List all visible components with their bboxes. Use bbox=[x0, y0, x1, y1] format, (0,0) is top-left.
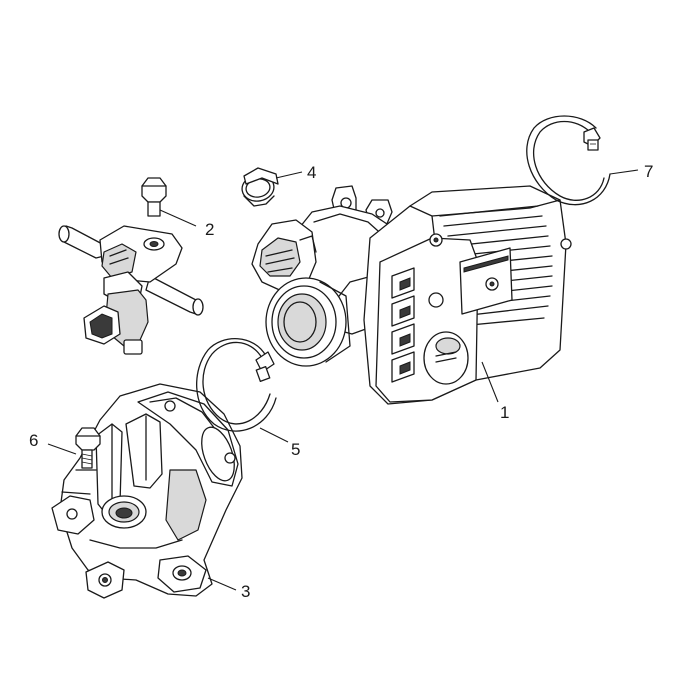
leader-line-7 bbox=[609, 169, 639, 175]
large-clamp-part bbox=[526, 115, 611, 206]
intake-manifold-part bbox=[51, 383, 243, 599]
small-clamp-part bbox=[241, 167, 279, 207]
screw-part bbox=[75, 427, 101, 469]
callout-6: 6 bbox=[29, 431, 38, 450]
leader-line-2 bbox=[159, 209, 197, 227]
leader-line-1 bbox=[481, 361, 499, 403]
callout-7: 7 bbox=[644, 162, 653, 181]
clamp-part bbox=[196, 338, 277, 432]
callout-2: 2 bbox=[205, 220, 214, 239]
throttle-body-part bbox=[251, 185, 572, 405]
leader-line-5 bbox=[259, 427, 289, 443]
callout-3: 3 bbox=[241, 582, 250, 601]
callout-5: 5 bbox=[291, 440, 300, 459]
leader-line-3 bbox=[207, 577, 237, 591]
leader-line-4 bbox=[275, 171, 303, 179]
injector-assembly-part bbox=[58, 177, 204, 355]
callout-4: 4 bbox=[307, 163, 316, 182]
callout-1: 1 bbox=[500, 403, 509, 422]
leader-line-6 bbox=[47, 443, 77, 455]
